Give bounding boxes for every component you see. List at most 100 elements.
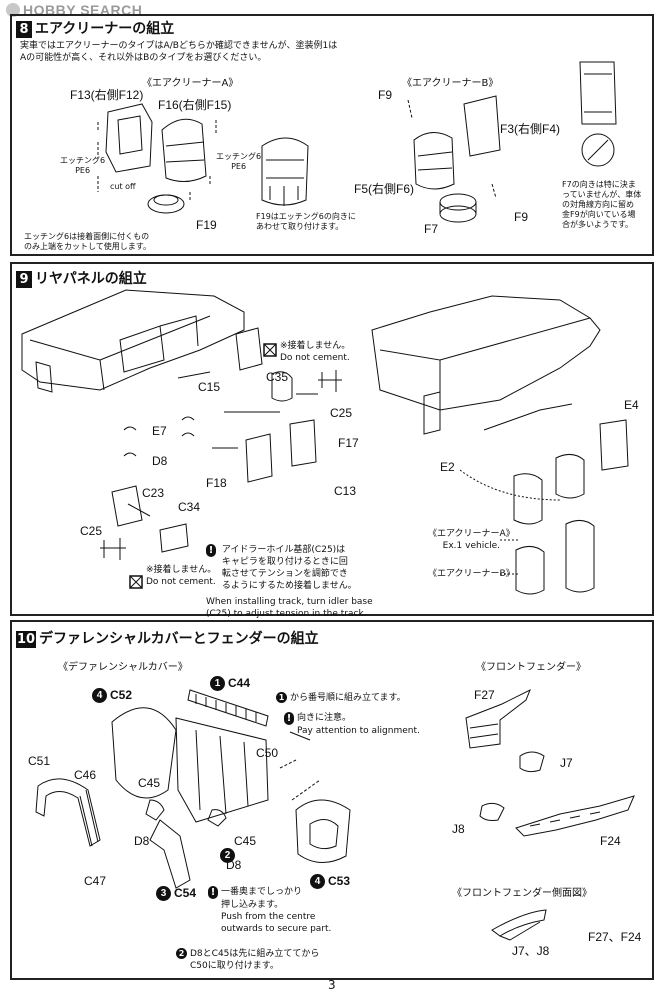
label-c52: C52: [110, 688, 133, 702]
circle-2-small: 2: [176, 948, 187, 959]
j8-part: [479, 802, 505, 821]
label-d8a: D8: [134, 834, 150, 848]
warning-icon: !: [284, 712, 294, 725]
fender-side-view: [491, 909, 547, 937]
c50-part: [175, 717, 269, 823]
step10-panel: [10, 620, 654, 980]
e4-part: [599, 419, 629, 471]
step8-note: 実車ではエアクリーナーのタイプはA/Bどちらか確認できませんが、塗装例1は Aの…: [20, 40, 360, 64]
warning-icon: !: [206, 544, 216, 557]
label-c51: C51: [28, 754, 51, 768]
label-f24: F24: [600, 834, 621, 848]
label-c34: C34: [178, 500, 201, 514]
label-f7: F7: [424, 222, 439, 236]
c51-part: [35, 778, 101, 847]
step10-number: 10: [16, 631, 36, 648]
label-c13: C13: [334, 484, 357, 498]
label-c44: C44: [228, 676, 251, 690]
watermark-logo-icon: [6, 3, 20, 17]
label-f9b: F9: [514, 210, 529, 224]
cleaner-a-caption: 《エアクリーナーA》Ex.1 vehicle.: [428, 529, 515, 551]
c45-part-left: [145, 799, 165, 821]
label-j7: J7: [560, 756, 573, 770]
c25-part-bottom: [100, 538, 126, 560]
label-f27f24: F27、F24: [588, 930, 642, 944]
f18-part: [245, 433, 273, 483]
label-c25a: C25: [330, 406, 353, 420]
label-f17: F17: [338, 436, 359, 450]
circle-3: 3: [156, 886, 171, 902]
page-number: 3: [328, 978, 336, 992]
cleaner-b-view: [579, 61, 617, 125]
cleaner-a-view: [261, 137, 309, 206]
cleaner-b-mounted: [565, 520, 595, 593]
label-f5: F5(右側F6): [354, 182, 415, 196]
label-c54: C54: [174, 886, 197, 900]
circle-1-small: 1: [276, 692, 287, 703]
cleaner-top-view: [581, 133, 615, 167]
label-e4: E4: [624, 398, 639, 412]
c44-part: [187, 689, 269, 727]
circle-1: 1: [210, 676, 225, 692]
cleaner-b-caption: 《エアクリーナーB》: [428, 569, 515, 579]
step9-title: リヤパネルの組立: [35, 271, 147, 287]
label-cutoff: cut off: [110, 182, 136, 191]
step8-sub-b: 《エアクリーナーB》: [402, 78, 499, 89]
hull-right: [371, 295, 601, 411]
step10-sub-fender: 《フロントフェンダー》: [476, 662, 586, 673]
label-e2: E2: [440, 460, 455, 474]
push-note: !一番奥までしっかり 押し込みます。 Push from the centre …: [208, 886, 331, 935]
f13-part: [105, 103, 153, 173]
no-cement-note-bottom: ※接着しません。Do not cement.: [146, 565, 217, 587]
c53-part: [295, 799, 351, 863]
j7-part: [519, 751, 545, 773]
label-c23: C23: [142, 486, 165, 500]
label-c53: C53: [328, 874, 351, 888]
f19-note: F19はエッチング6の向きにあわせて取り付けます。: [256, 212, 356, 231]
c23-part: [111, 485, 143, 527]
label-c45b: C45: [234, 834, 257, 848]
label-f13: F13(右側F12): [70, 88, 144, 102]
etch-note: エッチング6は接着面側に付くもののみ上端をカットして使用します。: [24, 232, 151, 251]
step8-title: エアクリーナーの組立: [35, 21, 175, 37]
label-f9a: F9: [378, 88, 393, 102]
label-e7: E7: [152, 424, 167, 438]
circle-4a: 4: [92, 688, 107, 704]
f16-part: [161, 118, 207, 182]
label-c46: C46: [74, 768, 97, 782]
step8-note-line1: 実車ではエアクリーナーのタイプはA/Bどちらか確認できませんが、塗装例1は: [20, 41, 338, 51]
label-f16: F16(右側F15): [158, 98, 232, 112]
f7-note: F7の向きは特に決まっていませんが、車体の対角線方向に留め金F9が向いている場合…: [562, 180, 642, 229]
circle-4b: 4: [310, 874, 325, 890]
label-f3: F3(右側F4): [500, 122, 561, 136]
f27-part: [465, 688, 531, 749]
step10-d8b: 2: [220, 848, 238, 864]
c25-part-top: [318, 370, 342, 392]
step8-number: 8: [16, 21, 32, 38]
warning-icon: !: [208, 886, 218, 899]
f3-part: [463, 95, 501, 157]
label-d8b: D8: [226, 858, 242, 872]
c35-part: [271, 371, 293, 402]
label-c47: C47: [84, 874, 107, 888]
label-c45a: C45: [138, 776, 161, 790]
align-note: !向きに注意。Pay attention to alignment.: [284, 712, 420, 737]
label-c25b: C25: [80, 524, 103, 538]
step8-sub-a: 《エアクリーナーA》: [142, 78, 239, 89]
label-j8: J8: [452, 822, 465, 836]
c34-part: [159, 523, 189, 553]
label-c50: C50: [256, 746, 279, 760]
c47-part: [149, 819, 191, 889]
step8-note-line2: Aの可能性が高く、それ以外はBのタイプをお選びください。: [20, 53, 267, 63]
label-j7j8: J7、J8: [512, 944, 550, 958]
